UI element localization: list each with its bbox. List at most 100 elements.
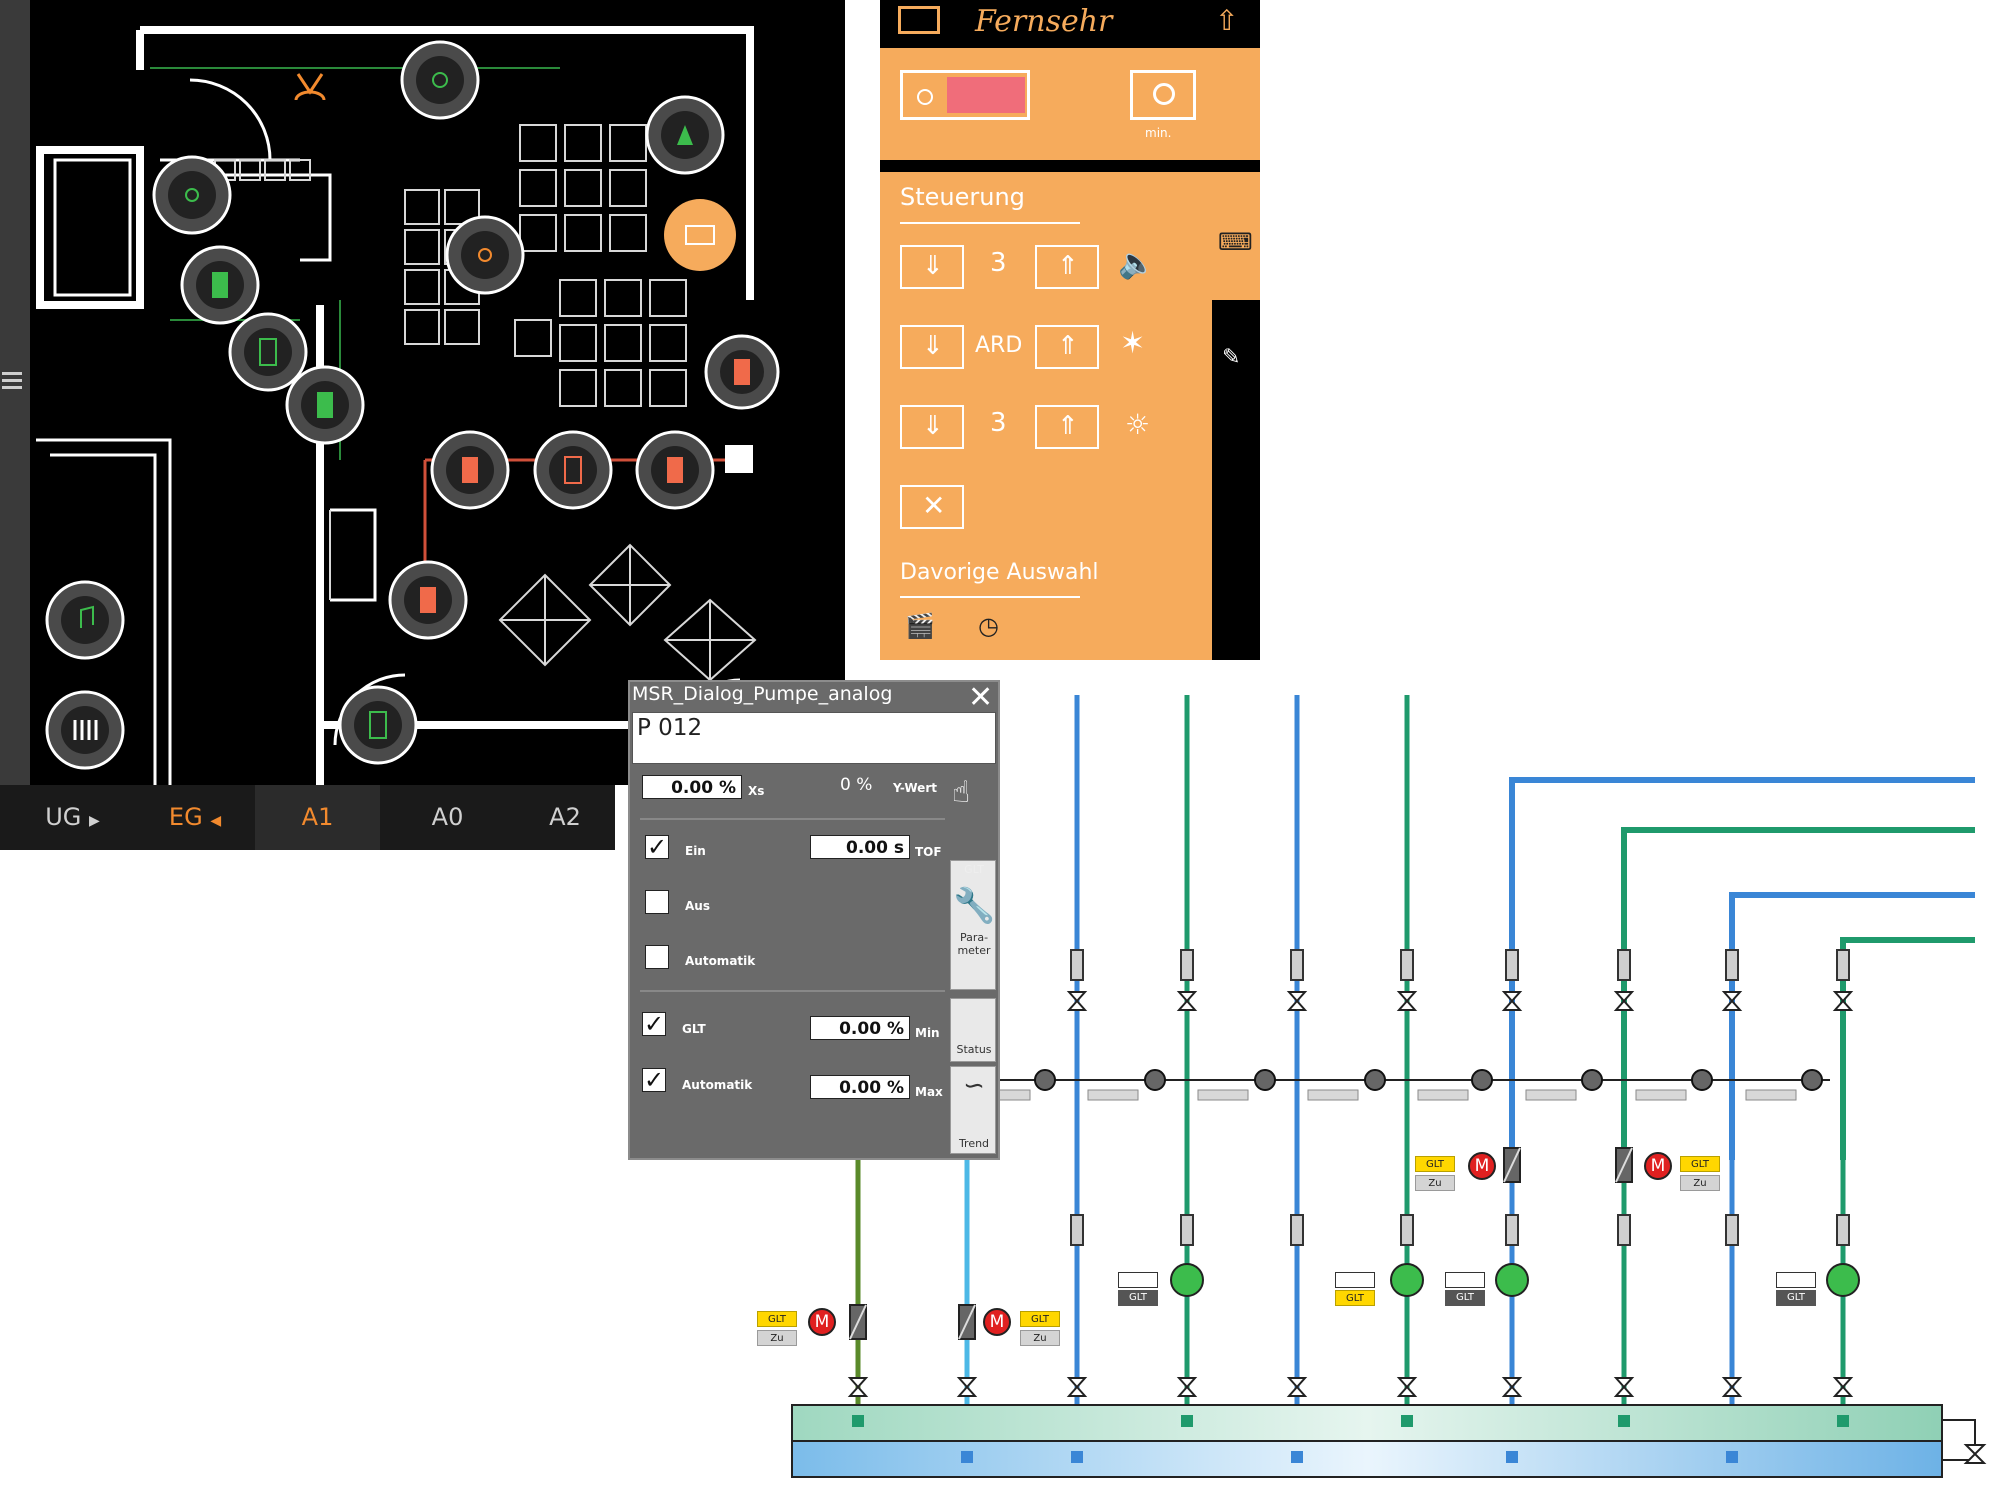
ein-checkbox[interactable]: ✓ — [645, 833, 669, 861]
tab-parameter[interactable]: GLT 🔧 Para-meter — [950, 860, 996, 990]
timer-button[interactable] — [1130, 70, 1196, 120]
tab-glt-label: GLT — [964, 863, 984, 876]
ein-label: Ein — [685, 844, 706, 858]
glt-checkbox[interactable]: ✓ — [642, 1010, 666, 1038]
window-closed-icon — [533, 430, 613, 510]
volume-up-button[interactable]: ⇑ — [1035, 245, 1099, 289]
arrow-up-icon[interactable]: ⇧ — [1215, 4, 1239, 37]
arrow-down-icon: ⇓ — [922, 251, 944, 281]
motor-icon[interactable]: M — [808, 1308, 836, 1336]
pump-icon — [1170, 1263, 1204, 1297]
floor-tab-a0[interactable]: A0 — [385, 785, 510, 850]
side-panel — [1212, 300, 1260, 660]
divider — [640, 818, 945, 820]
pump-icon — [1390, 1263, 1424, 1297]
zu-tag: Zu — [757, 1330, 797, 1346]
power-switch-fill — [947, 77, 1025, 113]
floor-selector: UG ▶ EG ◀ A1 A0 A2 — [0, 785, 615, 850]
divider — [640, 990, 945, 992]
arrow-up-icon: ⇑ — [1057, 251, 1079, 281]
tv-device-icon — [664, 199, 736, 271]
tv-panel-header — [880, 0, 1260, 48]
motor-icon[interactable]: M — [983, 1308, 1011, 1336]
hamburger-icon[interactable] — [2, 372, 22, 393]
floor-tab-eg[interactable]: EG ◀ — [140, 785, 250, 850]
min-value-field[interactable]: 0.00 % — [810, 1016, 910, 1040]
motor-icon[interactable]: M — [1468, 1152, 1496, 1180]
arrow-up-icon: ⇑ — [1057, 331, 1079, 361]
tab-trend-label: Trend — [958, 1137, 990, 1150]
trend-chart-icon: ∽ — [963, 1071, 985, 1101]
channel-down-button[interactable]: ⇓ — [900, 325, 964, 369]
max-value-field[interactable]: 0.00 % — [810, 1075, 910, 1099]
aus-label: Aus — [685, 899, 710, 913]
floor-tab-a2[interactable]: A2 — [515, 785, 615, 850]
window-open-icon — [388, 560, 468, 640]
glt-tag: GLT — [757, 1311, 797, 1327]
lamp-icon — [152, 155, 232, 235]
floor-plan-drawing — [36, 26, 780, 785]
power-toggle[interactable] — [900, 70, 1030, 120]
arrow-down-icon: ⇓ — [922, 331, 944, 361]
dialog-side-tabs: GLT 🔧 Para-meter Status ∽ Trend — [950, 860, 996, 1156]
xs-value-field[interactable]: 0.00 % — [642, 775, 742, 799]
status-indicator — [1335, 1272, 1375, 1288]
glt-automatik-checkbox[interactable]: ✓ — [642, 1066, 666, 1094]
tv-control-panel — [880, 0, 1260, 660]
floor-tab-a1[interactable]: A1 — [255, 785, 380, 850]
tab-parameter-label: Para-meter — [957, 931, 991, 957]
tab-trend[interactable]: ∽ Trend — [950, 1066, 996, 1154]
motor-icon[interactable]: M — [1644, 1152, 1672, 1180]
brightness-down-button[interactable]: ⇓ — [900, 405, 964, 449]
status-indicator — [1776, 1272, 1816, 1288]
menu-strip[interactable] — [0, 0, 30, 785]
device-id-field[interactable]: P 012 — [632, 712, 996, 764]
min-label: Min — [915, 1026, 940, 1040]
section-underline — [900, 222, 1080, 224]
cancel-button[interactable]: ✕ — [900, 485, 964, 529]
arrow-right-icon: ▶ — [89, 813, 100, 829]
lamp-icon — [445, 215, 525, 295]
tab-status[interactable]: Status — [950, 998, 996, 1062]
aus-checkbox[interactable] — [645, 890, 669, 914]
tv-panel-title: Fernsehr — [975, 4, 1113, 39]
gamepad-icon[interactable]: ⌨ — [1218, 228, 1253, 256]
section-control-title: Steuerung — [900, 183, 1025, 211]
glt-tag: GLT — [1445, 1290, 1485, 1306]
status-indicator — [1118, 1272, 1158, 1288]
door-closed-icon — [338, 685, 418, 765]
floor-tab-label: EG — [168, 803, 203, 831]
zu-tag: Zu — [1020, 1330, 1060, 1346]
channel-value: ARD — [975, 333, 1023, 358]
clock-icon[interactable]: ◷ — [978, 612, 999, 640]
floor-tab-ug[interactable]: UG ▶ — [20, 785, 125, 850]
glt-tag: GLT — [1335, 1290, 1375, 1306]
volume-down-button[interactable]: ⇓ — [900, 245, 964, 289]
glt-tag: GLT — [1680, 1156, 1720, 1172]
floor-plan-view[interactable] — [0, 0, 845, 785]
window-open-icon — [704, 334, 780, 410]
glt-label: GLT — [682, 1022, 706, 1036]
floor-tab-label: A2 — [549, 803, 581, 831]
brightness-value: 3 — [990, 408, 1007, 438]
music-icon — [45, 580, 125, 660]
person-icon — [294, 73, 326, 101]
toff-value-field[interactable]: 0.00 s — [810, 835, 910, 859]
clapper-icon[interactable]: 🎬 — [905, 612, 935, 640]
lamp-icon — [645, 95, 725, 175]
close-icon[interactable]: ✕ — [968, 680, 994, 715]
pencil-icon[interactable]: ✎ — [1222, 345, 1241, 370]
timer-hint: min. — [1145, 126, 1172, 140]
glt-tag: GLT — [1776, 1290, 1816, 1306]
automatik-checkbox[interactable] — [645, 945, 669, 969]
brightness-up-button[interactable]: ⇑ — [1035, 405, 1099, 449]
hand-pointer-icon[interactable]: ☝ — [952, 775, 971, 810]
volume-value: 3 — [990, 248, 1007, 278]
channel-up-button[interactable]: ⇑ — [1035, 325, 1099, 369]
section-previous-title: Davorige Auswahl — [900, 560, 1099, 585]
door-closed-icon — [228, 312, 308, 392]
tab-status-label: Status — [956, 1043, 992, 1056]
power-off-icon — [907, 77, 939, 113]
tv-icon — [898, 6, 940, 34]
